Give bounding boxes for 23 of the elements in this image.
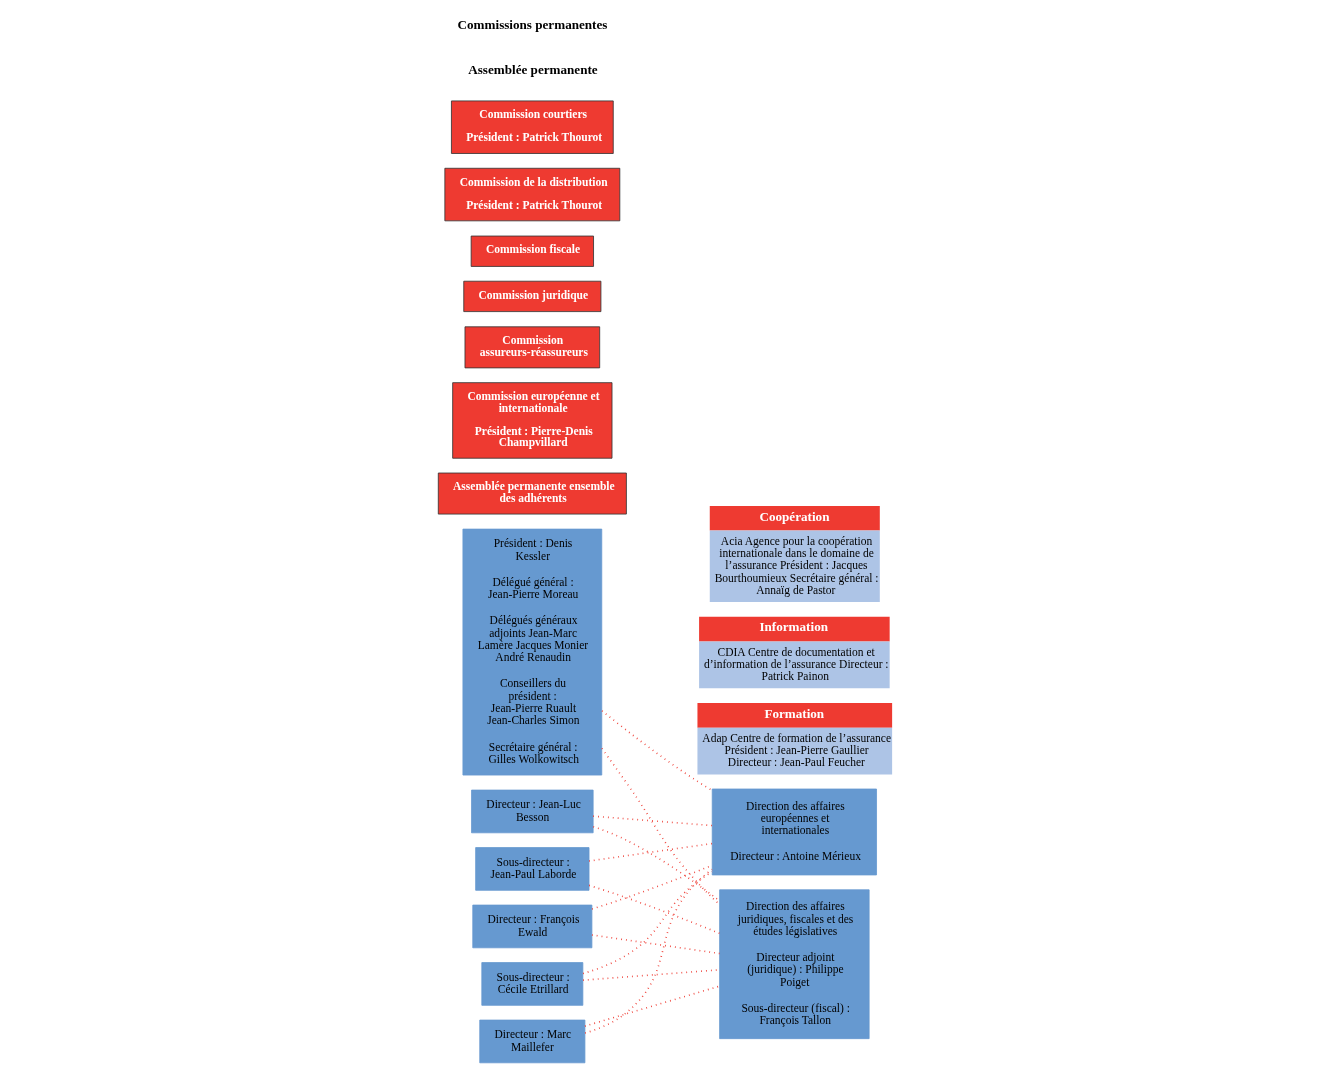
label: Assemblée permanente [468,61,598,77]
node-box: Directeur : Marc Maillefer [479,1019,586,1064]
node-box: Commission fiscale [470,235,594,267]
connector [588,884,721,935]
node-box: Commission européenne et internationale Président : Pierre-Denis Champvillard [452,382,613,459]
connector [601,710,713,792]
node-box: Commission juridique [463,280,602,313]
node-box: Direction des affaires juridiques, fiscales et des études législatives Directeur adjoint (juridique) : Philippe Poiget Sous-directeur (fiscal) : François Tallon [719,889,870,1040]
node-box: Sous-directeur : Cécile Etrillard [481,962,584,1006]
connector [592,815,713,827]
node-box: Direction des affaires européennes et internationales Directeur : Antoine Mérieux [711,788,877,876]
node-box: Directeur : François Ewald [472,904,593,949]
connector [591,934,721,955]
node-box: Président : Denis Kessler Délégué général : Jean-Pierre Moreau Délégués généraux adjoints Jean-Marc Lamère Jacques Monier André Renaudin Conseillers du président : Jean-Pierre Ruault Jean-Charles Simon Secrétaire général : Gilles Wolkowitsch [462,528,603,776]
node-box: Commission assureurs-réassureurs [464,326,601,369]
label: Commissions permanentes [457,17,608,33]
connector [584,985,721,1027]
node-box: Directeur : Jean-Luc Besson [471,789,594,834]
connector [588,842,713,862]
node-box: Commission courtiers Président : Patrick Thourot [451,100,614,154]
node-box: Sous-directeur : Jean-Paul Laborde [475,847,590,891]
node-box: Assemblée permanente ensemble des adhérents [437,472,627,515]
node-box: Commission de la distribution Président : Patrick Thourot [444,167,621,222]
